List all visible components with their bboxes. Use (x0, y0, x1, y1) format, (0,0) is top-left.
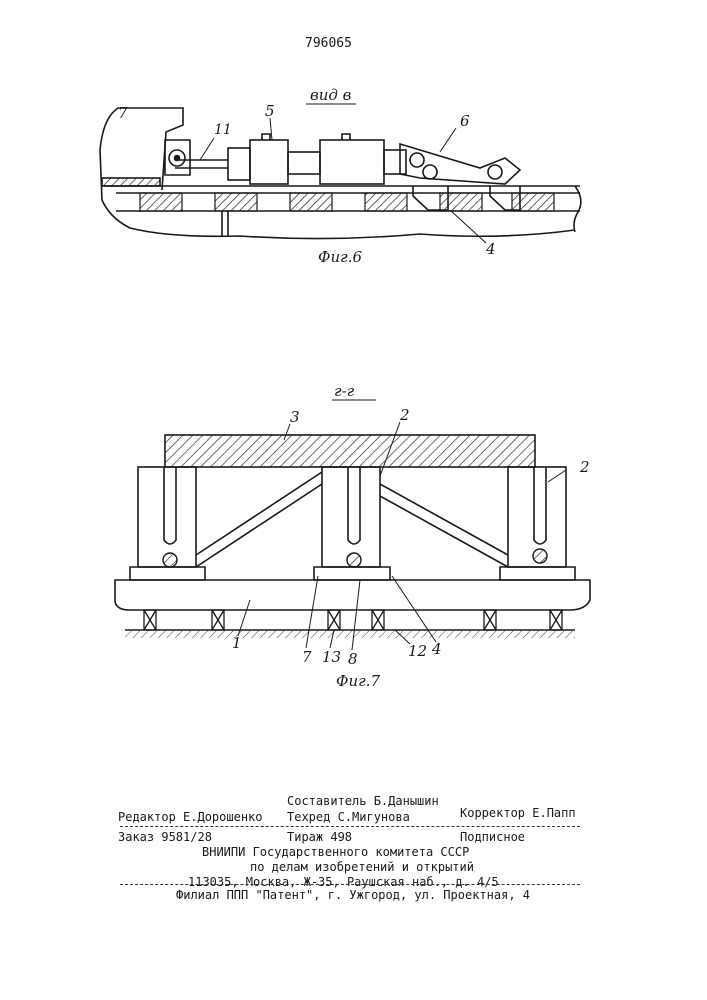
fig6-label-11: 11 (214, 122, 232, 138)
figure-7-drawing: г-г 3 2 2 1 7 13 8 12 4 Фиг.7 (0, 380, 707, 700)
fig7-label-2-middle: 2 (399, 406, 410, 424)
fig6-caption: Фиг.6 (318, 248, 362, 266)
figure-6-drawing: 7 11 5 6 4 вид в Фиг.6 (0, 0, 707, 280)
fig6-view-label: вид в (310, 86, 352, 104)
compiler: Составитель Б.Данышин (287, 794, 439, 808)
fig7-label-12: 12 (408, 642, 427, 660)
fig7-label-13: 13 (322, 648, 341, 666)
corrector: Корректор Е.Папп (460, 806, 576, 820)
branch: Филиал ППП "Патент", г. Ужгород, ул. Про… (176, 888, 530, 902)
fig7-label-7: 7 (302, 648, 312, 666)
fig6-label-7: 7 (118, 104, 128, 122)
fig7-section-label: г-г (334, 382, 355, 400)
fig7-caption: Фиг.7 (336, 672, 380, 690)
org-line-2: по делам изобретений и открытий (250, 860, 474, 874)
order: Заказ 9581/28 (118, 830, 212, 844)
techred: Техред С.Мигунова (287, 810, 410, 824)
fig6-label-4: 4 (485, 240, 496, 258)
address: 113035, Москва, Ж-35, Раушская наб., д. … (188, 875, 499, 889)
subscription: Подписное (460, 830, 525, 844)
fig7-label-2-right: 2 (579, 458, 590, 476)
circulation: Тираж 498 (287, 830, 352, 844)
fig7-label-3: 3 (290, 408, 300, 426)
fig7-label-8: 8 (348, 650, 358, 668)
fig6-label-6: 6 (460, 112, 470, 130)
fig7-label-1: 1 (232, 634, 242, 652)
org-line-1: ВНИИПИ Государственного комитета СССР (202, 845, 469, 859)
editor: Редактор Е.Дорошенко (118, 810, 263, 824)
divider-bottom (120, 884, 580, 885)
divider-top (120, 826, 580, 827)
fig6-label-5: 5 (265, 102, 275, 120)
fig7-label-4: 4 (431, 640, 442, 658)
